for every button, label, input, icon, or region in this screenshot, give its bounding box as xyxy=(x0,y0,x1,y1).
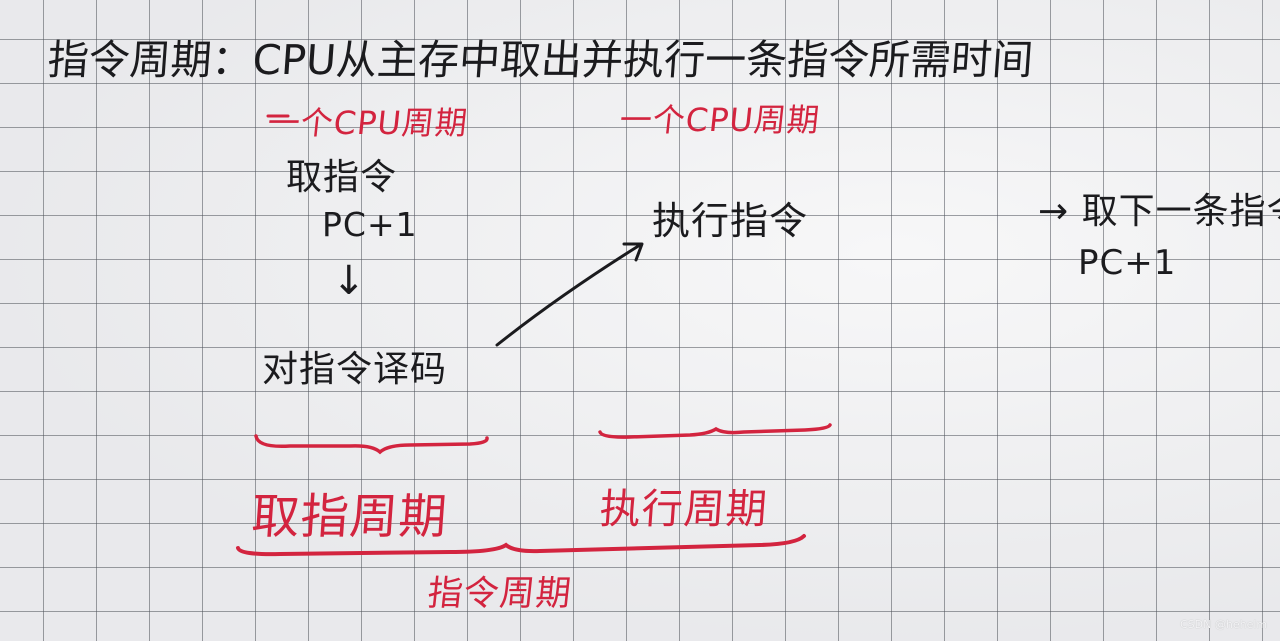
cpu-cycle-label-left: 一个CPU周期 xyxy=(265,104,470,142)
fetch-cycle-brace-icon xyxy=(254,434,489,455)
fetch-next-instruction-step: → 取下一条指令 xyxy=(1038,191,1280,232)
decode-instruction-step: 对指令译码 xyxy=(262,349,448,390)
fetch-cycle-label: 取指周期 xyxy=(249,489,450,545)
down-arrow-icon: ↓ xyxy=(332,258,367,304)
execute-cycle-brace-icon xyxy=(598,423,832,439)
pc-increment-left: PC+1 xyxy=(322,205,418,244)
execute-instruction-step: 执行指令 xyxy=(652,199,809,243)
decode-to-execute-arrow-icon xyxy=(495,243,642,347)
instruction-cycle-definition: 指令周期：CPU从主存中取出并执行一条指令所需时间 xyxy=(46,36,1035,84)
execute-cycle-label: 执行周期 xyxy=(598,485,770,533)
pc-increment-right: PC+1 xyxy=(1078,243,1177,283)
cpu-cycle-label-right: 一个CPU周期 xyxy=(617,101,822,139)
decode-to-execute-arrowhead-icon xyxy=(622,242,644,262)
watermark: CSDN @hehelm xyxy=(1180,618,1268,631)
instruction-cycle-label: 指令周期 xyxy=(425,574,574,614)
fetch-instruction-step: 取指令 xyxy=(286,157,398,198)
